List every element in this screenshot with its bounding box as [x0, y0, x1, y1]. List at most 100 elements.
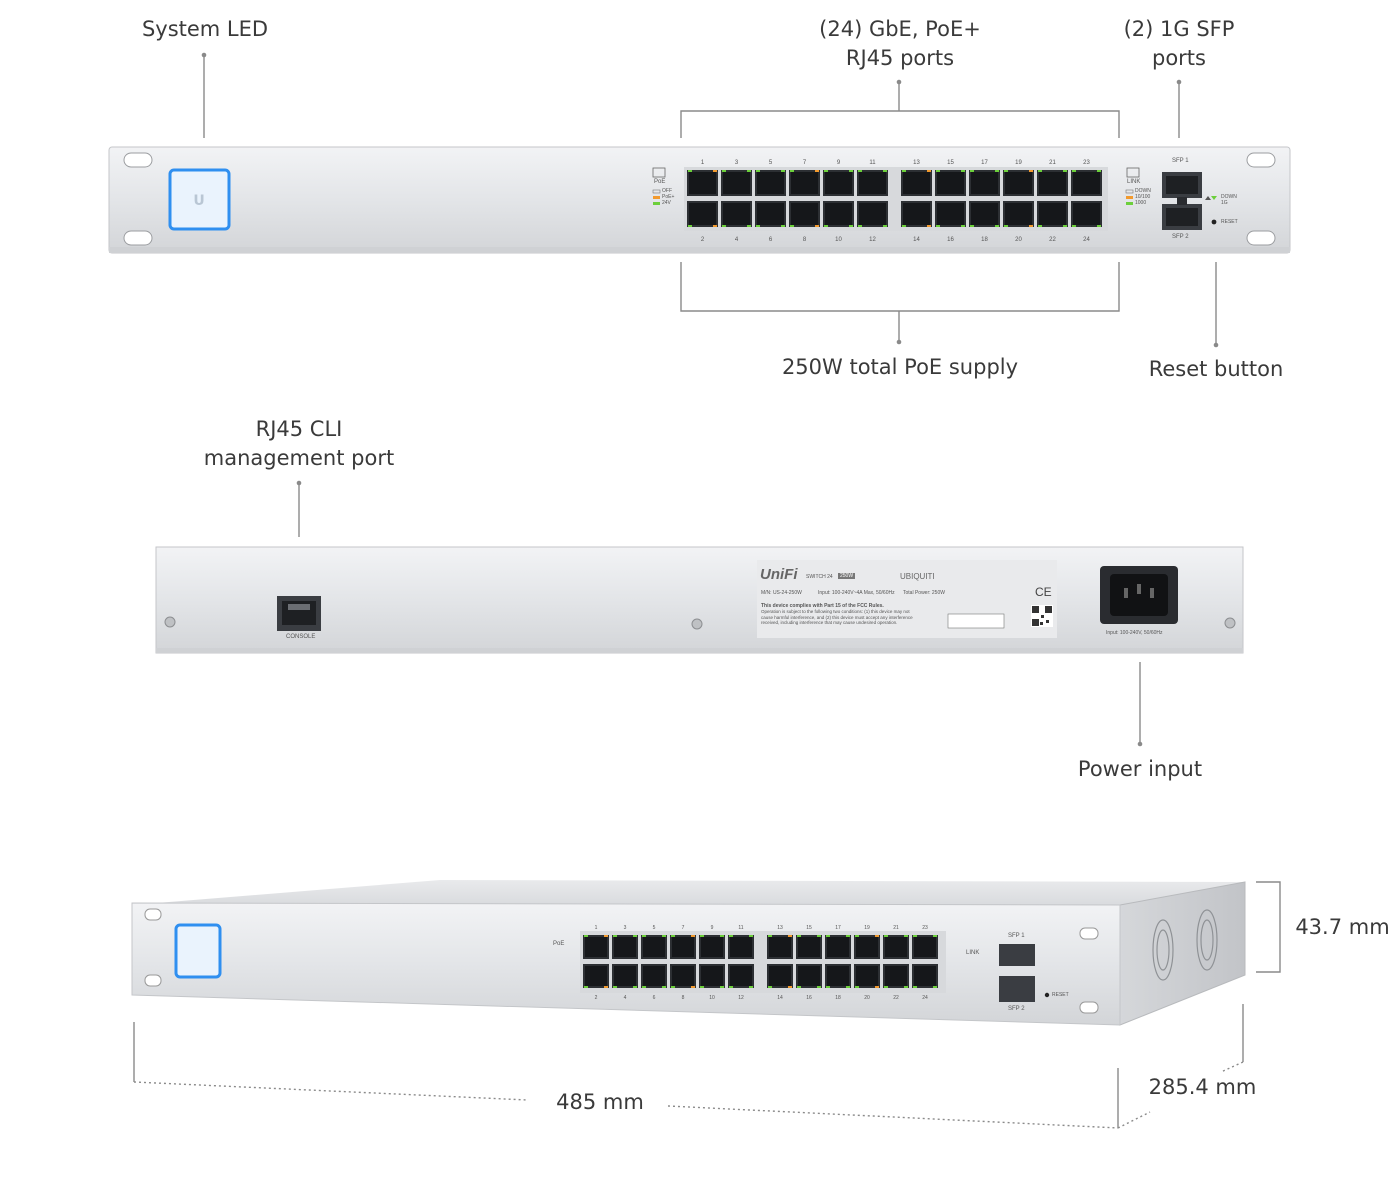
port-led: [904, 935, 908, 937]
port-led: [933, 935, 937, 937]
port-led: [1004, 225, 1008, 227]
port-led: [846, 986, 850, 988]
rj45-port-socket: [689, 203, 716, 225]
rj45-port-socket: [937, 172, 964, 194]
rj45-port-socket: [672, 937, 694, 957]
rj45-port-socket: [1039, 172, 1066, 194]
port-number-bottom: 14: [913, 237, 920, 243]
port-number-bottom: 12: [869, 237, 876, 243]
port-number-bottom: 18: [835, 995, 841, 1001]
model-number: M/N: US-24-250W: [761, 590, 802, 596]
poe-port-icon: [652, 167, 666, 178]
persp-sfp1-label: SFP 1: [1008, 933, 1025, 939]
rj45-port-socket: [730, 966, 752, 986]
port-led: [700, 986, 704, 988]
callout-sfp-ports: (2) 1G SFP ports: [1104, 15, 1254, 73]
port-number-top: 3: [624, 925, 627, 931]
down-arrow-icon: [1205, 196, 1211, 200]
port-led: [688, 170, 692, 172]
port-led: [875, 986, 879, 988]
port-led: [1063, 170, 1067, 172]
port-led: [1038, 225, 1042, 227]
rj45-port-socket: [971, 203, 998, 225]
sfp-legend-1g: 1G: [1221, 200, 1228, 206]
rj45-port-socket: [723, 203, 750, 225]
port-led: [713, 170, 717, 172]
callout-cli-line1: RJ45 CLI: [255, 417, 343, 441]
rj45-port-socket: [859, 172, 886, 194]
port-led: [815, 225, 819, 227]
rj45-port-socket: [971, 172, 998, 194]
port-led: [927, 170, 931, 172]
rj45-port-socket: [885, 966, 907, 986]
port-number-top: 9: [711, 925, 714, 931]
poe-legend-24v: 24V: [662, 200, 671, 206]
up-arrow-icon: [1211, 196, 1217, 200]
rj45-port-socket: [769, 937, 791, 957]
port-number-top: 11: [869, 160, 876, 166]
rj45-port-socket: [798, 966, 820, 986]
port-led: [1029, 225, 1033, 227]
system-led-icon: [174, 923, 222, 979]
port-led: [849, 170, 853, 172]
port-led: [970, 170, 974, 172]
port-number-bottom: 20: [864, 995, 870, 1001]
rj45-port-socket: [885, 937, 907, 957]
port-led: [858, 170, 862, 172]
fcc-line-2: cause harmful interference, and (2) this…: [761, 614, 913, 620]
svg-text:U: U: [193, 193, 204, 209]
port-led: [902, 170, 906, 172]
port-led: [720, 986, 724, 988]
port-led: [688, 225, 692, 227]
port-led: [826, 986, 830, 988]
port-led: [768, 986, 772, 988]
port-led: [884, 935, 888, 937]
port-number-bottom: 10: [835, 237, 842, 243]
port-led: [797, 935, 801, 937]
port-led: [913, 986, 917, 988]
port-led: [691, 986, 695, 988]
rj45-port-socket: [1005, 203, 1032, 225]
rj45-port-socket: [1073, 203, 1100, 225]
port-led: [995, 170, 999, 172]
port-led: [1063, 225, 1067, 227]
port-led: [849, 225, 853, 227]
port-number-top: 9: [837, 160, 841, 166]
port-number-top: 19: [864, 925, 870, 931]
callout-rj45-line2: RJ45 ports: [845, 46, 955, 70]
dimension-height: 43.7 mm: [1295, 915, 1390, 939]
port-led: [824, 170, 828, 172]
port-number-bottom: 4: [624, 995, 627, 1001]
port-number-top: 7: [803, 160, 807, 166]
port-led: [824, 225, 828, 227]
port-led: [995, 225, 999, 227]
port-led: [883, 225, 887, 227]
port-number-top: 17: [835, 925, 841, 931]
port-number-bottom: 2: [595, 995, 598, 1001]
link-legend-down: DOWN: [1135, 188, 1151, 194]
rj45-port-socket: [614, 937, 636, 957]
rj45-port-socket: [914, 966, 936, 986]
input-rating: Input: 100-240V~4A Max, 50/60Hz: [818, 590, 895, 596]
rj45-port-socket: [903, 172, 930, 194]
rj45-port-socket: [827, 966, 849, 986]
rj45-port-socket: [614, 966, 636, 986]
port-number-top: 15: [947, 160, 954, 166]
port-number-bottom: 6: [769, 237, 773, 243]
port-led: [662, 986, 666, 988]
rack-ear-slot: [123, 230, 153, 246]
sfp2-label: SFP 2: [1172, 234, 1189, 240]
port-led: [817, 986, 821, 988]
port-led: [961, 225, 965, 227]
link-legend-100: 10/100: [1135, 194, 1151, 200]
rj45-port-socket: [701, 966, 723, 986]
fcc-text: Operation is subject to the following tw…: [761, 609, 913, 626]
port-led: [781, 225, 785, 227]
port-number-bottom: 2: [701, 237, 705, 243]
port-led: [613, 986, 617, 988]
port-led: [790, 170, 794, 172]
port-number-bottom: 24: [922, 995, 928, 1001]
port-led: [584, 986, 588, 988]
